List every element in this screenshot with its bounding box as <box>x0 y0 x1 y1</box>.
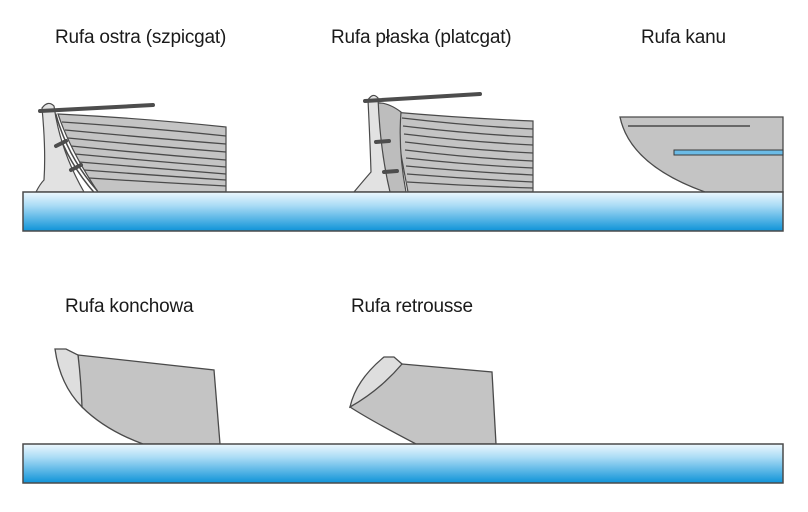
label-canoe-stern: Rufa kanu <box>641 27 726 48</box>
rudder-pintle <box>382 169 399 174</box>
rudder-pintle <box>54 139 68 148</box>
rudder-pintle <box>374 139 391 144</box>
retrousse-stern-boat <box>348 356 497 445</box>
plank-lines <box>61 121 227 187</box>
flat-stern-boat <box>352 92 534 193</box>
water-surface-bottom <box>22 443 784 484</box>
stern-cap <box>349 356 403 409</box>
waterline-stripe <box>673 149 784 156</box>
hull <box>77 354 221 445</box>
label-conch-stern: Rufa konchowa <box>65 296 194 317</box>
water-surface-top <box>22 191 784 232</box>
label-sharp-stern: Rufa ostra (szpicgat) <box>55 27 227 48</box>
stern-cap <box>54 348 83 409</box>
label-flat-stern: Rufa płaska (platcgat) <box>331 27 512 48</box>
tiller <box>363 92 482 103</box>
plank-lines <box>401 117 534 189</box>
rudder-pintle <box>69 163 83 172</box>
sharp-stern-boat <box>35 102 227 194</box>
label-retrousse-stern: Rufa retrousse <box>351 296 473 317</box>
tiller <box>38 103 155 113</box>
conch-stern-boat <box>54 348 221 445</box>
canoe-stern-boat <box>619 116 784 193</box>
